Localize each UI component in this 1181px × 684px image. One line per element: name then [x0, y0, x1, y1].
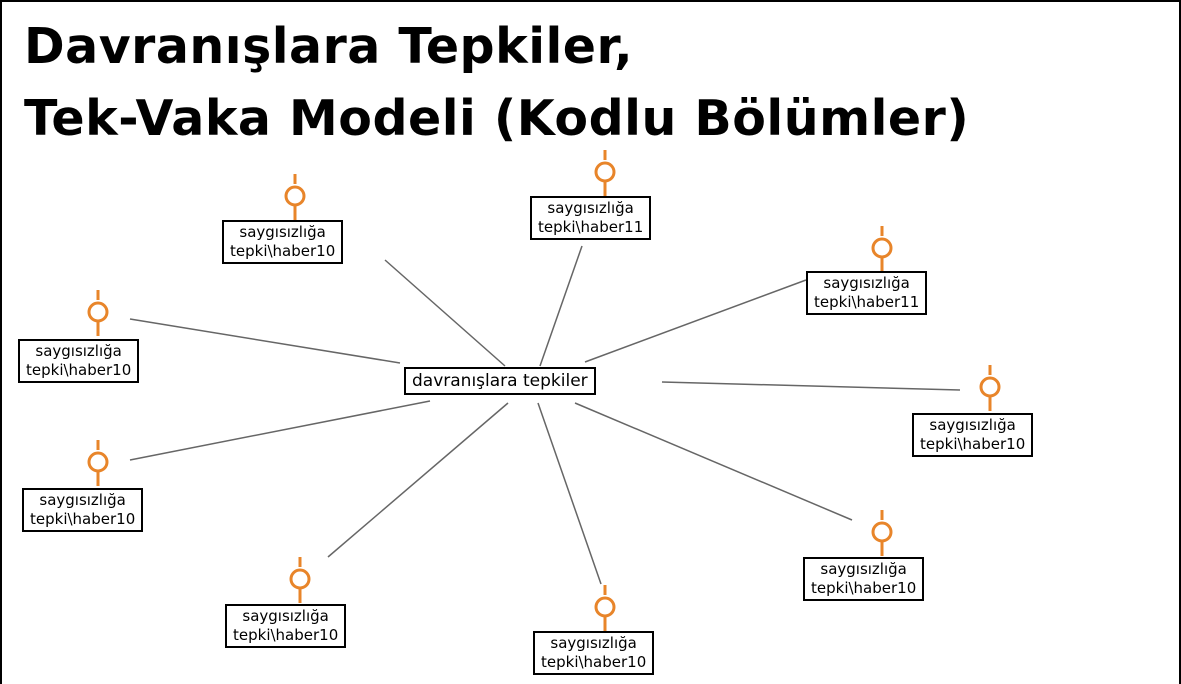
code-node-line1: saygısızlığa [929, 416, 1016, 434]
connector-line [539, 245, 583, 367]
code-node[interactable]: saygısızlığa tepki\haber10 [222, 220, 344, 264]
code-node[interactable]: saygısızlığa tepki\haber11 [530, 196, 652, 240]
coded-segment-icon [979, 365, 1001, 411]
code-node-line2: tepki\haber10 [541, 653, 647, 671]
connector-line [537, 402, 602, 585]
code-node[interactable]: saygısızlığa tepki\haber10 [22, 488, 144, 532]
code-node-line1: saygısızlığa [239, 223, 326, 241]
code-node-line2: tepki\haber10 [811, 579, 917, 597]
title-line-2: Tek-Vaka Modeli (Kodlu Bölümler) [24, 90, 970, 147]
connector-line [384, 259, 506, 367]
code-node-line1: saygısızlığa [550, 634, 637, 652]
code-node-line1: saygısızlığa [39, 491, 126, 509]
code-node[interactable]: saygısızlığa tepki\haber10 [225, 604, 347, 648]
center-node-label: davranışlara tepkiler [412, 371, 588, 391]
code-node-line2: tepki\haber10 [230, 242, 336, 260]
code-node-line1: saygısızlığa [547, 199, 634, 217]
code-node-line1: saygısızlığa [823, 274, 910, 292]
code-node-line2: tepki\haber11 [814, 293, 920, 311]
code-node[interactable]: saygısızlığa tepki\haber10 [533, 631, 655, 675]
code-node-line2: tepki\haber10 [30, 510, 136, 528]
coded-segment-icon [87, 440, 109, 486]
code-node-line2: tepki\haber11 [538, 218, 644, 236]
connector-line [584, 279, 807, 363]
connector-line [661, 381, 961, 391]
code-node-line2: tepki\haber10 [920, 435, 1026, 453]
coded-segment-icon [871, 226, 893, 272]
code-node-line2: tepki\haber10 [26, 361, 132, 379]
coded-segment-icon [289, 557, 311, 603]
code-node-line1: saygısızlığa [820, 560, 907, 578]
coded-segment-icon [594, 150, 616, 196]
code-node-line2: tepki\haber10 [233, 626, 339, 644]
center-node[interactable]: davranışlara tepkiler [404, 367, 596, 395]
code-node[interactable]: saygısızlığa tepki\haber11 [806, 271, 928, 315]
connector-line [129, 400, 431, 461]
connector-line [327, 402, 509, 558]
code-node-line1: saygısızlığa [242, 607, 329, 625]
code-node[interactable]: saygısızlığa tepki\haber10 [803, 557, 925, 601]
code-node[interactable]: saygısızlığa tepki\haber10 [18, 339, 140, 383]
coded-segment-icon [871, 510, 893, 556]
code-node-line1: saygısızlığa [35, 342, 122, 360]
connector-line [574, 402, 853, 521]
coded-segment-icon [284, 174, 306, 220]
code-node[interactable]: saygısızlığa tepki\haber10 [912, 413, 1034, 457]
coded-segment-icon [87, 290, 109, 336]
title-line-1: Davranışlara Tepkiler, [24, 18, 634, 75]
connector-line [129, 318, 401, 364]
coded-segment-icon [594, 585, 616, 631]
